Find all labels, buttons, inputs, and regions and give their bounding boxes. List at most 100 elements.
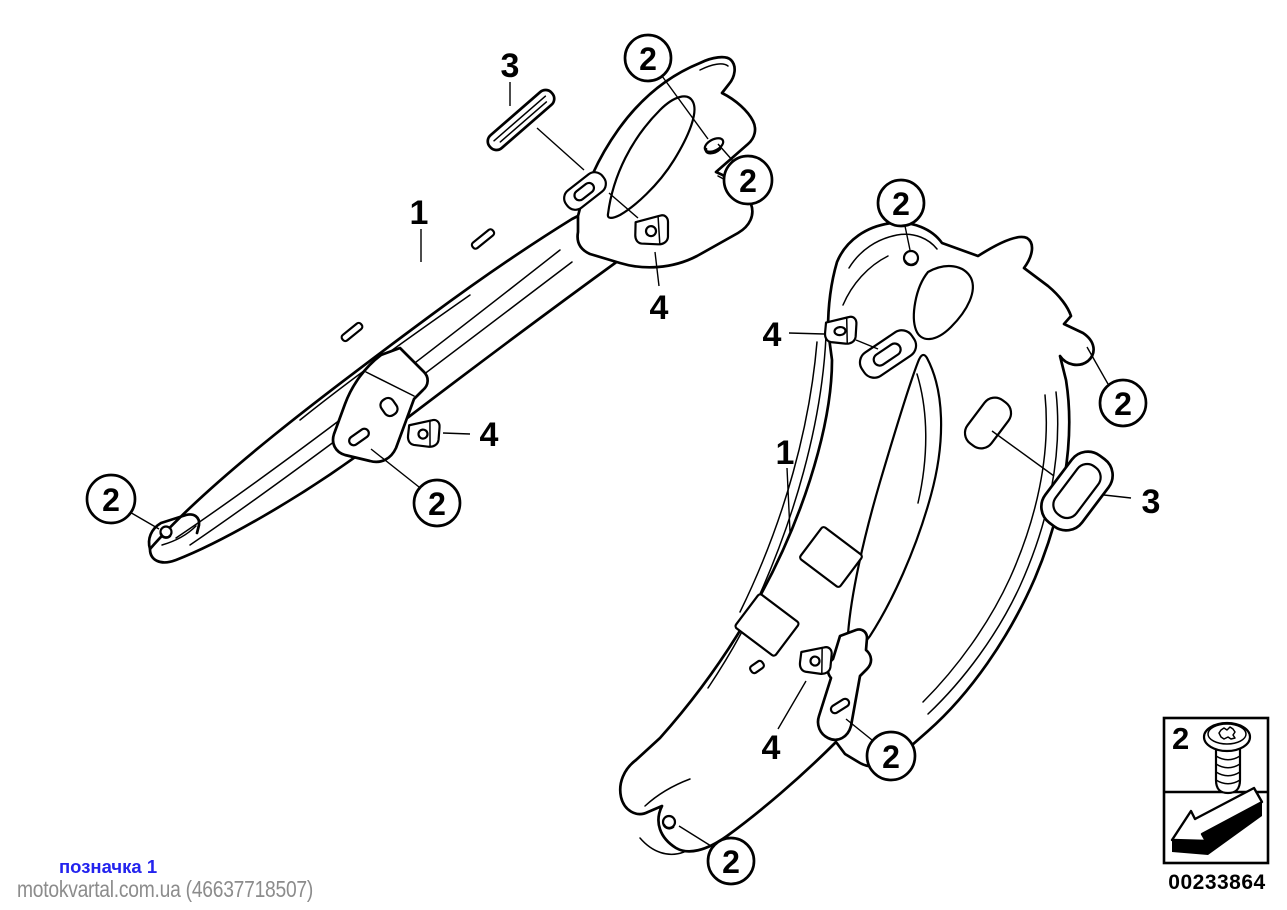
callout-circle[interactable]: [412, 478, 462, 528]
right-tip-hole-shadow: [662, 823, 675, 830]
right-left-fold-2: [739, 341, 818, 613]
direction-arrow-icon: [1170, 786, 1264, 855]
leader-callout-left-bottom-left: [127, 510, 160, 530]
right-central-slot-inner: [916, 373, 927, 504]
legend-fastener-qty: 2: [1172, 721, 1189, 756]
left-blade-tip-hook: [147, 513, 201, 551]
callout-right-bottom-middle[interactable]: 2: [865, 730, 917, 782]
screw-thread-4: [1215, 779, 1241, 785]
leader-callout-left-bottom-right: [370, 448, 420, 488]
item-label-right-panel: 1: [776, 434, 795, 472]
screw-thread-3: [1215, 771, 1241, 777]
arrow-top-face: [1170, 786, 1264, 843]
leader-clip4c-diag: [855, 339, 879, 350]
callout-left-upper-right[interactable]: 2: [722, 154, 774, 206]
leader-callout-right-bottom-middle: [845, 718, 873, 741]
right-edge-slot: [749, 659, 765, 675]
callout-left-bottom-right[interactable]: 2: [412, 478, 462, 528]
item-label-left-panel: 1: [410, 194, 429, 232]
screw-head-top: [1207, 723, 1247, 745]
item-label-right-grommet: 3: [1142, 483, 1161, 521]
callout-number: 2: [1114, 386, 1132, 422]
right-panel-assembly: [618, 221, 1095, 856]
right-left-fold-1: [707, 335, 827, 689]
callout-circle[interactable]: [1098, 378, 1148, 428]
callout-right-bottom-tip[interactable]: 2: [706, 836, 756, 886]
right-edge-band-1: [927, 391, 1059, 715]
leader-clip4a-diag: [608, 192, 639, 219]
leader-item3-right-h: [1103, 494, 1132, 499]
leader-callout-left-upper-right: [717, 143, 734, 162]
item-label-left-clip-middle: 4: [480, 416, 499, 454]
callout-number: 2: [739, 163, 757, 199]
right-head-hole-shadow: [903, 259, 918, 267]
callout-number: 2: [639, 41, 657, 77]
callout-number: 2: [428, 486, 446, 522]
left-clip-middle: [406, 418, 441, 448]
callout-number: 2: [102, 482, 120, 518]
left-panel-assembly: [147, 55, 757, 564]
leader-clip4d: [777, 680, 807, 730]
right-head-fold: [842, 255, 889, 306]
left-foot-oblong-hole: [348, 427, 370, 447]
right-latch: [858, 329, 918, 379]
left-foot-step-line: [365, 371, 415, 397]
left-rubber-pad: [486, 88, 556, 152]
callout-circle[interactable]: [706, 836, 756, 886]
torx-screw-icon: [1202, 721, 1252, 795]
left-clip-mid-edge: [429, 420, 431, 447]
right-grommet: [1040, 450, 1114, 532]
screw-thread-1: [1215, 755, 1241, 761]
leader-lines: [127, 75, 1132, 847]
right-clip-top-hole: [833, 325, 847, 337]
leader-item3-left-diag: [536, 127, 585, 171]
leader-callout-right-top: [904, 225, 911, 251]
screw-thread-2: [1215, 763, 1241, 769]
left-clip-mid-hole: [417, 428, 429, 440]
leader-item1-right: [786, 467, 791, 533]
right-head-opening: [912, 264, 974, 341]
watermark-site-text: motokvartal.com.ua (46637718507): [17, 876, 313, 902]
callout-circle[interactable]: [865, 730, 917, 782]
left-clip-top-hole: [644, 225, 658, 238]
left-clip-top-edge: [657, 216, 661, 244]
right-tip-line-1: [644, 778, 691, 807]
right-clip-bottom-hole: [809, 655, 821, 667]
legend-box: 2 00233864: [1162, 716, 1270, 894]
item-label-right-clip-top: 4: [763, 316, 782, 354]
right-clip-top: [823, 315, 858, 345]
callout-left-bottom-left[interactable]: 2: [85, 473, 137, 525]
left-bracket-hole-shadow: [704, 147, 722, 155]
callout-circle[interactable]: [722, 154, 774, 206]
left-pad-body: [486, 88, 556, 152]
watermark-link[interactable]: позначка 1: [59, 856, 157, 877]
left-pad-rib-1: [493, 95, 547, 142]
left-blade-detail-2: [340, 321, 364, 343]
left-tip-hole-shadow: [159, 532, 172, 539]
callout-circle[interactable]: [623, 33, 673, 83]
right-square-hole-1: [799, 526, 863, 588]
left-bracket-latch: [563, 171, 607, 211]
item-label-left-pad: 3: [501, 47, 520, 85]
left-foot-notch: [379, 396, 399, 418]
right-edge-band-2: [922, 394, 1048, 703]
callout-left-top[interactable]: 2: [623, 33, 673, 83]
callout-right-side[interactable]: 2: [1098, 378, 1148, 428]
right-oval-opening: [963, 396, 1013, 450]
leader-clip4b-h: [442, 432, 471, 435]
callout-circle[interactable]: [85, 473, 137, 525]
left-pad-rib-2: [499, 101, 548, 143]
callout-right-top[interactable]: 2: [876, 178, 926, 228]
leader-clip4a-v: [654, 251, 660, 287]
leader-callout-left-top: [661, 75, 709, 140]
right-clip-bottom-edge: [821, 647, 823, 674]
right-clip-top-edge: [845, 317, 848, 344]
right-foot-oblong-hole: [829, 697, 851, 715]
callout-circle[interactable]: [876, 178, 926, 228]
left-blade-tip-line: [161, 525, 197, 546]
item-label-left-clip-top: 4: [650, 289, 669, 327]
left-latch-slot: [573, 181, 596, 202]
right-grommet-inner: [1052, 462, 1102, 520]
